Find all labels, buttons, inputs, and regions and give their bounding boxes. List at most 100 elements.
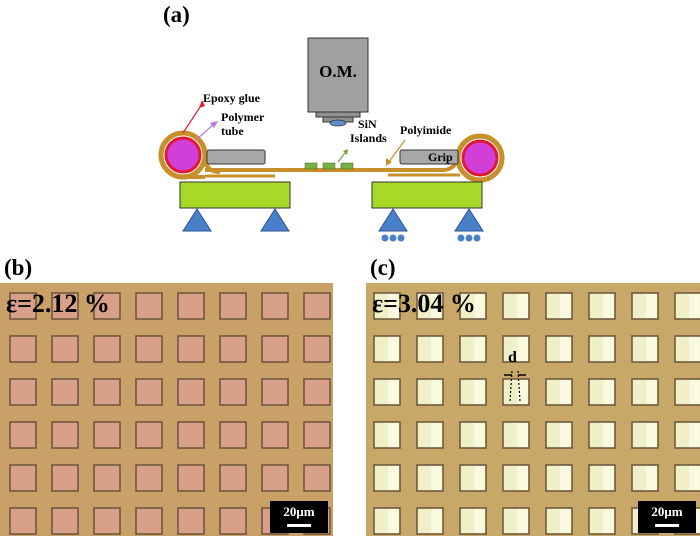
island: [219, 421, 247, 449]
island: [261, 335, 289, 363]
polyimide-arrow: [387, 139, 406, 164]
island-highlight: [689, 294, 700, 318]
island-highlight: [603, 509, 614, 533]
label-polyimide: Polyimide: [400, 123, 452, 137]
island-highlight: [474, 509, 485, 533]
island-highlight: [603, 337, 614, 361]
rollers: [381, 234, 481, 242]
scale-bar-line-c: [655, 524, 679, 527]
objective-label: O.M.: [319, 62, 357, 81]
island-highlight: [431, 337, 442, 361]
island: [135, 335, 163, 363]
island: [219, 507, 247, 535]
left-grip-block: [179, 181, 291, 209]
tube-arrow: [195, 123, 215, 141]
island: [51, 292, 79, 320]
island-highlight: [603, 294, 614, 318]
scale-bar-c: 20μm: [638, 501, 696, 533]
substrate: [0, 283, 333, 536]
sin-arrow: [337, 152, 346, 163]
island: [261, 378, 289, 406]
label-tube: tube: [221, 124, 244, 138]
island: [9, 507, 37, 535]
island-highlight: [560, 423, 571, 447]
scale-bar-text-b: 20μm: [283, 504, 315, 519]
panel-a-letter: (a): [163, 2, 190, 27]
island: [219, 292, 247, 320]
island: [177, 507, 205, 535]
island-highlight: [560, 337, 571, 361]
island-highlight: [431, 509, 442, 533]
island-highlight: [388, 380, 399, 404]
panel-b-letter: (b): [4, 255, 33, 280]
island: [303, 378, 331, 406]
island-highlight: [431, 423, 442, 447]
island: [303, 292, 331, 320]
island-highlight: [474, 294, 485, 318]
island-highlight: [560, 466, 571, 490]
island: [93, 507, 121, 535]
island-highlight: [431, 380, 442, 404]
left-clamp: [158, 130, 221, 180]
island: [9, 464, 37, 492]
island-highlight: [560, 294, 571, 318]
island: [177, 335, 205, 363]
schematic-diagram: [158, 37, 505, 242]
island-highlight: [689, 337, 700, 361]
island: [51, 421, 79, 449]
strain-label-b: ε=2.12 %: [6, 289, 110, 318]
island: [261, 421, 289, 449]
island: [261, 292, 289, 320]
island: [177, 464, 205, 492]
island-highlight: [646, 423, 657, 447]
scale-bar-text-c: 20μm: [651, 504, 683, 519]
island-highlight: [474, 466, 485, 490]
island: [303, 335, 331, 363]
label-epoxy-glue: Epoxy glue: [203, 91, 261, 105]
island: [135, 507, 163, 535]
island: [135, 464, 163, 492]
island: [93, 292, 121, 320]
island-highlight: [689, 466, 700, 490]
right-support-2: [454, 208, 484, 232]
island-highlight: [603, 466, 614, 490]
island-highlight: [517, 466, 528, 490]
scale-bar-line-b: [287, 524, 311, 527]
island-highlight: [603, 380, 614, 404]
island: [219, 335, 247, 363]
label-islands: Islands: [350, 131, 387, 145]
island-highlight: [603, 423, 614, 447]
substrate: [366, 283, 700, 536]
island: [219, 378, 247, 406]
island: [51, 378, 79, 406]
island: [135, 378, 163, 406]
island: [177, 421, 205, 449]
island-highlight: [517, 509, 528, 533]
island-highlight: [474, 337, 485, 361]
island: [93, 421, 121, 449]
epoxy-arrow: [182, 103, 203, 134]
island-highlight: [431, 294, 442, 318]
scale-bar-b: 20μm: [270, 501, 328, 533]
island-highlight: [517, 337, 528, 361]
island: [219, 464, 247, 492]
island: [51, 335, 79, 363]
panel-c-letter: (c): [370, 255, 396, 280]
strain-label-c: ε=3.04 %: [372, 289, 476, 318]
left-grip-pad: [206, 149, 266, 165]
island-highlight: [431, 466, 442, 490]
left-support-2: [260, 208, 290, 232]
island: [261, 464, 289, 492]
island: [93, 464, 121, 492]
island-highlight: [474, 423, 485, 447]
left-support-1: [182, 208, 212, 232]
island-grid-c: [366, 283, 700, 536]
island-highlight: [646, 337, 657, 361]
micrograph-c: ε=3.04 % d 20μm: [366, 283, 700, 536]
island: [9, 421, 37, 449]
island: [9, 292, 37, 320]
island-highlight: [560, 380, 571, 404]
island: [135, 421, 163, 449]
island-highlight: [646, 466, 657, 490]
island: [177, 292, 205, 320]
